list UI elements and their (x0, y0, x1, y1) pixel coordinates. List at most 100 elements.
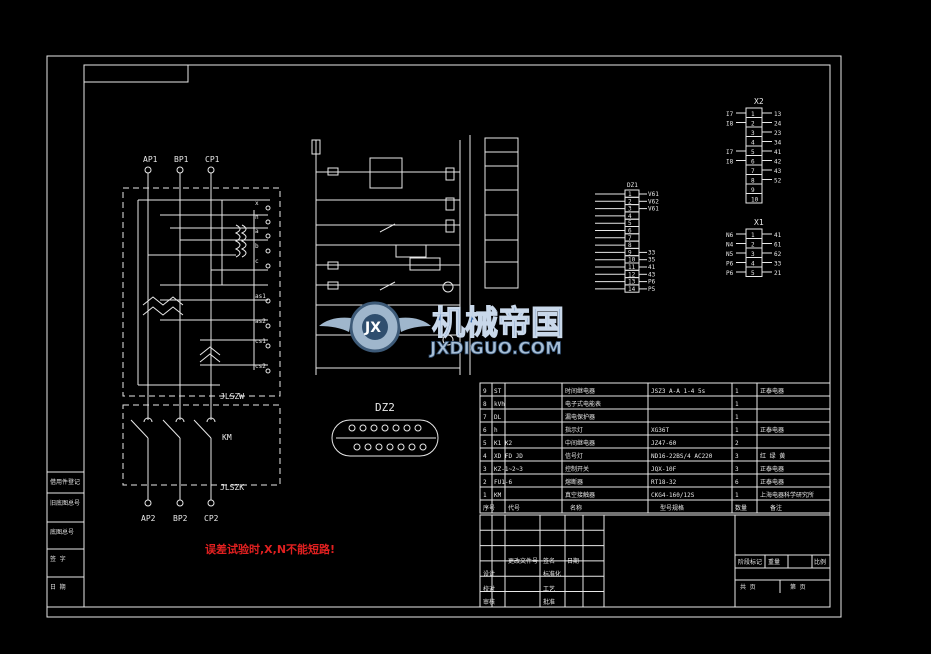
strip-label: 底图总号 (50, 528, 74, 536)
title-col-label: 更改文件号 (508, 557, 538, 565)
part-qty: 1 (735, 492, 739, 499)
terminal-number: 7 (628, 235, 632, 242)
table-header: 名称 (570, 504, 582, 512)
part-model: XG36T (651, 427, 669, 434)
box-label: JLSZK (220, 483, 244, 492)
part-name: 指示灯 (565, 426, 583, 434)
terminal-number: 9 (751, 187, 755, 194)
title-block: 设计校对审核标准化工艺批准更改文件号签名日期阶段标记重量比例共 页第 页 (479, 514, 831, 608)
terminal-wire-left: I7 (726, 149, 734, 156)
part-name: 控制开关 (565, 465, 589, 473)
part-name: 电子式电能表 (565, 400, 601, 408)
terminal-number: 4 (628, 213, 632, 220)
terminal-wire-left: N6 (726, 232, 734, 239)
terminal-label: as1 (255, 293, 266, 300)
part-qty: 2 (735, 440, 739, 447)
terminal-number: 9 (628, 249, 632, 256)
part-model: CKG4-160/12S (651, 492, 695, 499)
outer-frame (46, 55, 842, 618)
part-code: DL (494, 414, 502, 421)
terminal-wire-left: I8 (726, 159, 734, 166)
terminal-wire-right: V62 (648, 198, 659, 205)
terminal-wire-right: 24 (774, 121, 782, 128)
title-right-label: 重量 (768, 558, 780, 566)
strip-label: 旧底图总号 (50, 499, 80, 507)
strip-label: 借用件登记 (50, 478, 80, 486)
drawing-code-box (83, 64, 189, 83)
terminal-wire-right: 52 (774, 178, 782, 185)
terminal-number: 3 (628, 206, 632, 213)
part-model: JZ47-60 (651, 440, 677, 447)
terminal-number: 8 (628, 242, 632, 249)
terminal-number: 12 (628, 271, 636, 278)
part-no: 1 (483, 492, 487, 499)
terminal-label: cs1 (255, 338, 266, 345)
terminal-number: 1 (751, 232, 755, 239)
phase-in-label: CP1 (205, 155, 220, 164)
part-code: K1 K2 (494, 440, 512, 447)
title-row-label: 审核 (483, 598, 495, 606)
warning-note: 误差试验时,X,N不能短路! (205, 542, 335, 556)
part-name: 中间继电器 (565, 439, 595, 447)
part-no: 7 (483, 414, 487, 421)
terminal-wire-left: I7 (726, 111, 734, 118)
part-qty: 1 (735, 388, 739, 395)
title-right-label: 阶段标记 (738, 558, 762, 566)
terminal-wire-right: 21 (774, 270, 782, 277)
title-right-label: 共 页 (740, 583, 756, 591)
terminal-wire-right: V61 (648, 191, 659, 198)
part-note: 上海电器科学研究所 (760, 491, 814, 499)
terminal-wire-right: 41 (648, 264, 656, 271)
terminal-number: 5 (628, 220, 632, 227)
part-qty: 1 (735, 414, 739, 421)
part-code: KZ-1~2~3 (494, 466, 523, 473)
terminal-wire-right: 43 (648, 271, 656, 278)
part-no: 4 (483, 453, 487, 460)
watermark-en: JXDIGUO.COM (429, 339, 562, 359)
terminal-block-title: X2 (754, 97, 764, 106)
part-note: 正泰电器 (760, 426, 784, 434)
phase-out-label: AP2 (141, 514, 156, 523)
part-no: 5 (483, 440, 487, 447)
part-qty: 1 (735, 401, 739, 408)
part-qty: 1 (735, 427, 739, 434)
terminal-block-title: X1 (754, 218, 764, 227)
part-code: ST (494, 388, 502, 395)
part-no: 9 (483, 388, 487, 395)
title-row-label: 标准化 (543, 570, 561, 578)
part-code: h (494, 427, 498, 434)
title-right-label: 比例 (814, 558, 826, 566)
terminal-number: 5 (751, 270, 755, 277)
strip-label: 日 期 (50, 583, 66, 591)
watermark-logo: JX 机械帝国 JXDIGUO.COM (319, 301, 565, 359)
table-header: 备注 (770, 504, 782, 512)
part-model: JSZ3 A-A 1-4 5s (651, 388, 706, 395)
terminal-number: 13 (628, 279, 636, 286)
part-note: 红 绿 黄 (760, 452, 785, 460)
terminal-wire-left: P6 (726, 270, 734, 277)
terminal-number: 11 (628, 264, 636, 271)
dz2-connector: DZ2 (331, 401, 439, 457)
terminal-label: x (255, 200, 259, 207)
terminal-number: 3 (751, 251, 755, 258)
part-note: 正泰电器 (760, 387, 784, 395)
terminal-label: cs2 (255, 363, 266, 370)
terminal-wire-right: P6 (648, 279, 656, 286)
phase-in-label: AP1 (143, 155, 158, 164)
part-note: 正泰电器 (760, 478, 784, 486)
part-note: 正泰电器 (760, 465, 784, 473)
terminal-wire-right: 41 (774, 232, 782, 239)
title-row-label: 设计 (483, 570, 495, 578)
terminal-wire-right: P5 (648, 286, 656, 293)
terminal-wire-right: V61 (648, 206, 659, 213)
part-code: XD FD JD (494, 453, 523, 460)
terminal-number: 4 (751, 261, 755, 268)
title-row-label: 批准 (543, 598, 555, 606)
